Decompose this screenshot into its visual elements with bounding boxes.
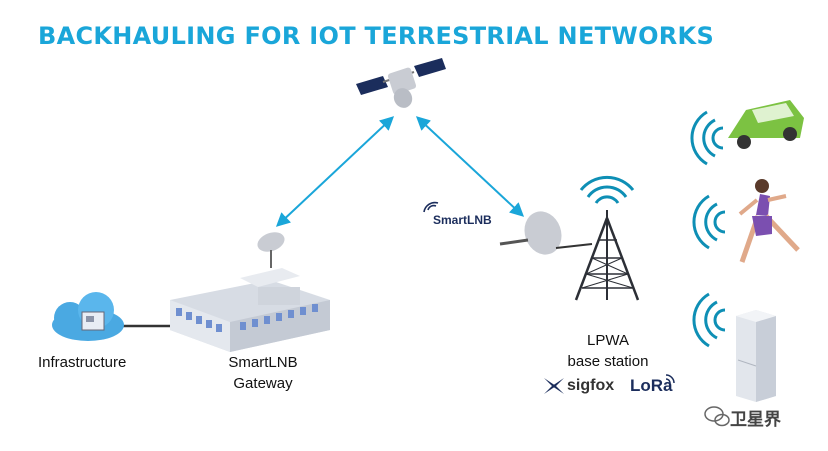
page-title: BACKHAULING FOR IOT TERRESTRIAL NETWORKS [38,22,715,50]
gateway-label-line1: SmartLNB [228,354,298,371]
lpwa-label-line2: base station [567,353,649,370]
tower-signal-icon [579,175,635,204]
infrastructure-label: Infrastructure [38,354,127,371]
gateway-label: SmartLNB Gateway [198,352,328,394]
wechat-watermark-icon [704,406,730,427]
gateway-building-icon [170,232,330,352]
runner-icon [738,179,800,263]
smartlnb-brand: SmartLNB [433,213,492,227]
cloud-icon [52,292,124,341]
lpwa-tower-icon [574,210,640,301]
car-icon [728,100,804,149]
lora-signal-icon [665,374,675,384]
satellite-icon [356,58,446,108]
smartlnb-signal-icon [423,201,439,213]
gateway-label-line2: Gateway [233,375,293,392]
sensor-box-icon [736,310,776,402]
car-signal-icon [690,110,724,166]
sigfox-brand: sigfox [567,377,615,394]
watermark-text: 卫星界 [730,410,781,429]
satellite-link-gateway [275,116,395,227]
satellite-link-base-station [415,116,525,217]
lora-brand: LoRa [630,376,673,395]
lpwa-label: LPWA base station [548,330,668,372]
satellite-dish-icon [499,211,593,255]
lpwa-label-line1: LPWA [587,332,629,349]
sigfox-logo-icon [544,378,564,394]
runner-signal-icon [692,194,726,250]
sensor-signal-icon [692,292,726,348]
